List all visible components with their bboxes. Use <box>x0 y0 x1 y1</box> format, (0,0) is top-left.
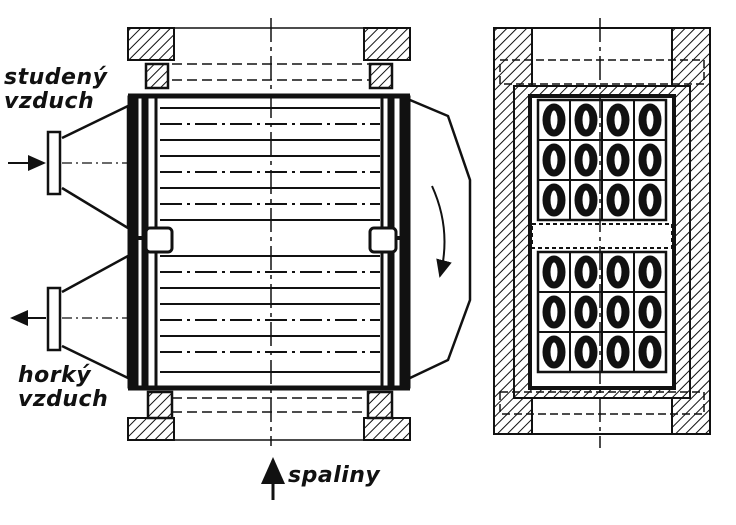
tube-bore <box>549 261 559 283</box>
tube-grid-upper <box>536 98 668 222</box>
tube-bore <box>549 149 559 171</box>
tube-bore <box>645 109 655 131</box>
seal-bottom-left <box>146 390 174 420</box>
front-view <box>493 18 711 448</box>
hot-air-label-line2: vzduch <box>18 387 109 412</box>
tube-bore <box>645 301 655 323</box>
tube-bore <box>613 109 623 131</box>
partition-joint-right <box>368 226 398 254</box>
masonry-block-bottom-right <box>363 417 411 441</box>
tube-bore <box>549 189 559 211</box>
flue-gas-label: spaliny <box>288 463 381 488</box>
masonry-block-top-right <box>363 27 411 61</box>
return-flow-arrow <box>431 185 452 278</box>
tube-bore <box>581 149 591 171</box>
tube-bore <box>645 341 655 363</box>
tube-bank-lower <box>160 255 380 373</box>
side-view <box>8 18 472 500</box>
cold-air-label-line2: vzduch <box>4 89 95 114</box>
tube-bank-upper <box>160 107 380 221</box>
tube-bore <box>549 301 559 323</box>
masonry-block-top-left <box>127 27 175 61</box>
seal-top-left <box>144 62 170 90</box>
tube-bore <box>613 149 623 171</box>
masonry-block-bottom-left <box>127 417 175 441</box>
tube-cross-sections <box>542 103 662 369</box>
cold-air-inlet-cone <box>46 104 130 230</box>
cold-air-label-line1: studený <box>4 65 108 90</box>
front-partition <box>531 223 673 249</box>
tube-bore <box>613 261 623 283</box>
hot-air-label-line1: horký <box>18 363 92 388</box>
tube-bore <box>645 189 655 211</box>
hot-air-outlet-cone <box>46 254 130 380</box>
tube-bore <box>613 341 623 363</box>
tube-bore <box>581 341 591 363</box>
return-hood <box>409 98 472 380</box>
partition-joint-left <box>144 226 174 254</box>
tube-bore <box>581 301 591 323</box>
tube-bore <box>581 109 591 131</box>
tube-bore <box>613 301 623 323</box>
tube-grid-lower <box>536 250 668 374</box>
tube-bore <box>549 341 559 363</box>
tube-bore <box>549 109 559 131</box>
tube-bore <box>645 261 655 283</box>
tube-bore <box>645 149 655 171</box>
flue-duct-bottom <box>172 397 372 441</box>
seal-top-right <box>368 62 394 90</box>
tube-bore <box>581 189 591 211</box>
flue-duct-top <box>172 27 372 81</box>
seal-bottom-right <box>366 390 394 420</box>
tube-bore <box>581 261 591 283</box>
tube-bore <box>613 189 623 211</box>
